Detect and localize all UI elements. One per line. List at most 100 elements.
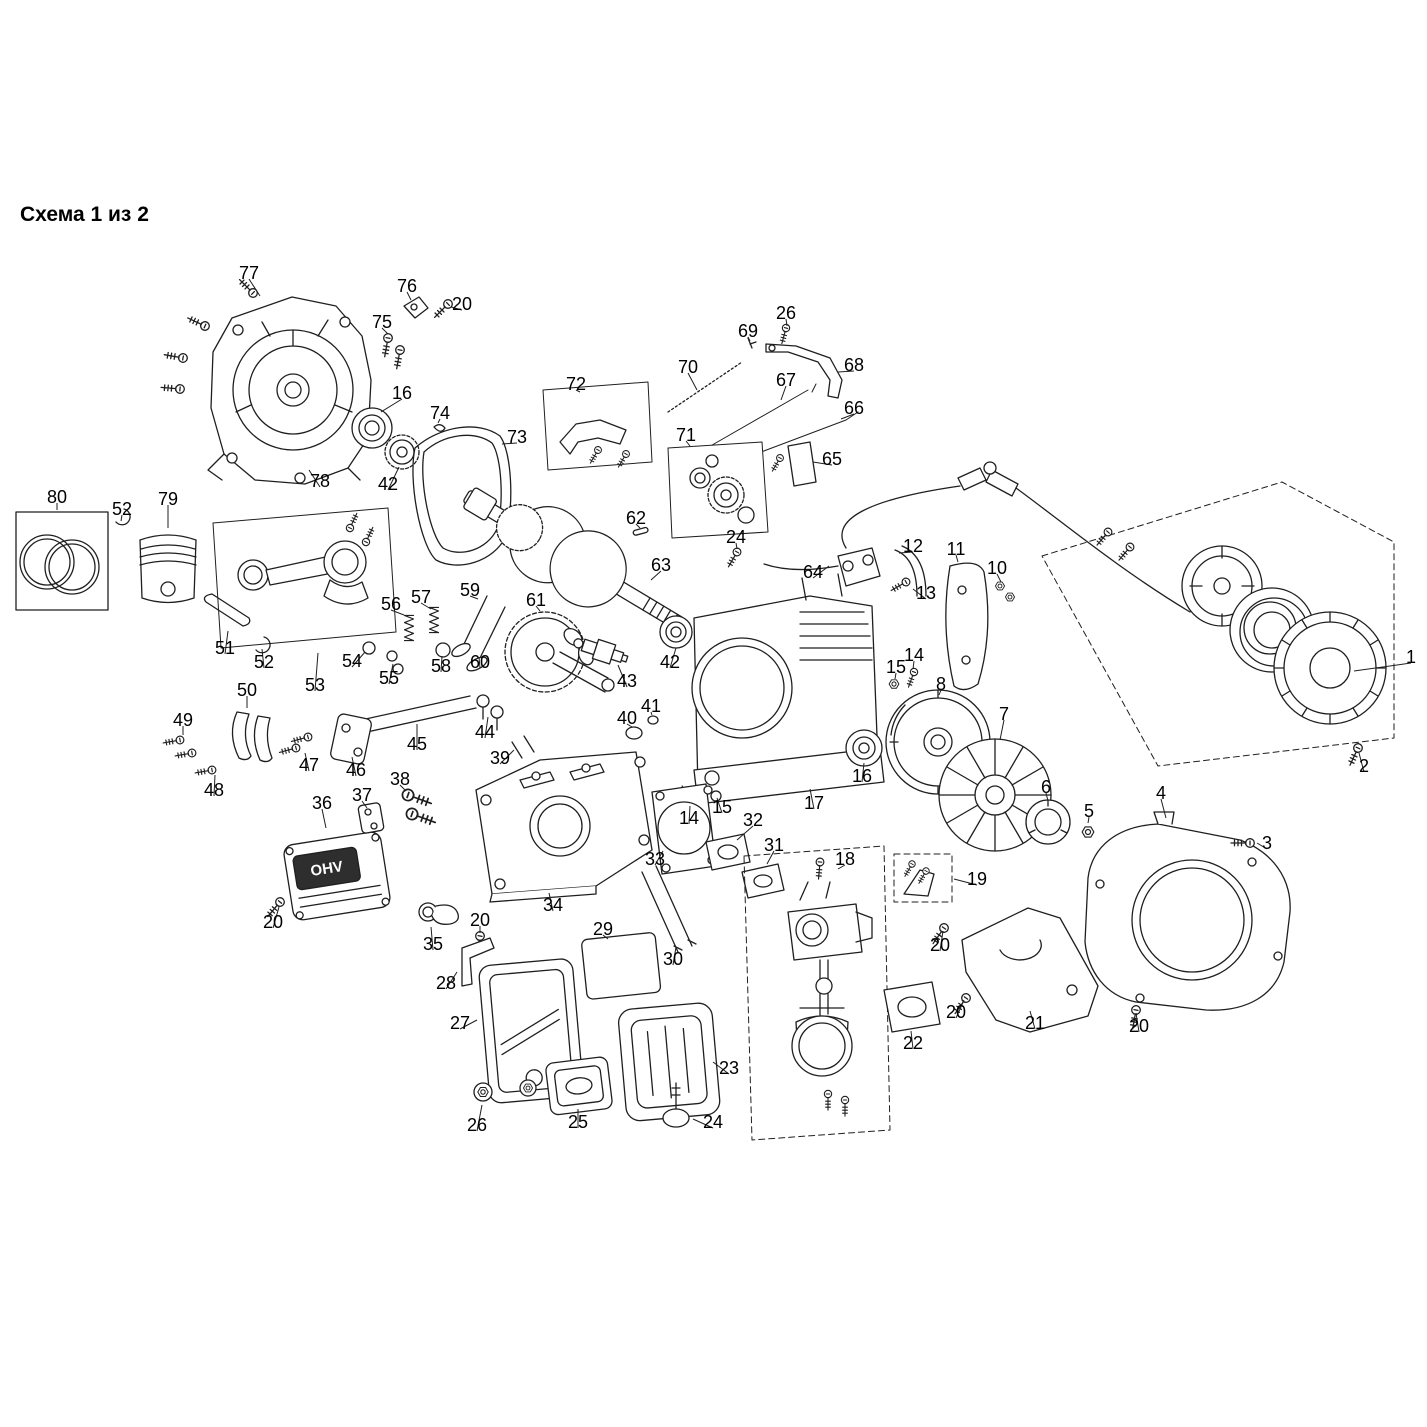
breather-plate-part (330, 713, 372, 765)
leader-line (996, 573, 1002, 583)
blower-housing-part (1084, 811, 1291, 1011)
carburetor-group (743, 845, 891, 1141)
valve-spring-part (403, 614, 415, 642)
bolt-part (888, 576, 912, 595)
leader-line (716, 797, 723, 814)
washer-part (710, 790, 722, 802)
part-number-label: 33 (645, 849, 665, 869)
valve-keeper-part (386, 650, 398, 662)
valve-part (451, 595, 488, 658)
part-number-label: 73 (507, 427, 527, 447)
tappets-part (476, 694, 504, 731)
part-number-label: 47 (299, 755, 319, 775)
part-number-label: 42 (378, 474, 398, 494)
part-number-label: 6 (1041, 777, 1051, 797)
part-number-label: 56 (381, 594, 401, 614)
part-number-label: 5 (1084, 801, 1094, 821)
part-number-label: 62 (626, 508, 646, 528)
air-cleaner-gasket-part (545, 1056, 613, 1116)
camshaft-part (504, 611, 615, 693)
nut-part (1004, 592, 1016, 602)
bolt-part (430, 297, 455, 322)
part-number-label: 23 (719, 1058, 739, 1078)
leader-line (548, 892, 554, 912)
part-number-label: 42 (660, 652, 680, 672)
debris-shield-part (945, 562, 989, 691)
part-number-label: 39 (490, 748, 510, 768)
leader-line (440, 655, 443, 673)
leader-line (437, 418, 441, 424)
leader-line (213, 774, 216, 797)
part-number-label: 70 (678, 357, 698, 377)
part-number-label: 60 (470, 652, 490, 672)
part-number-label: 12 (903, 536, 923, 556)
bolt-part (185, 313, 212, 333)
part-number-label: 7 (999, 704, 1009, 724)
part-number-label: 50 (237, 680, 257, 700)
leader-line (351, 651, 366, 668)
part-number-label: 49 (173, 710, 193, 730)
cooling-fan-part (938, 738, 1052, 852)
leader-line (314, 652, 319, 692)
part-number-label: 72 (566, 374, 586, 394)
part-number-label: 74 (430, 403, 450, 423)
leader-line (626, 723, 633, 728)
air-filter-element-part (581, 932, 662, 1000)
part-number-label: 28 (436, 973, 456, 993)
leader-line (1358, 752, 1365, 773)
leader-line (261, 648, 265, 669)
part-number-label: 31 (764, 835, 784, 855)
leader-line (654, 850, 664, 866)
part-number-label: 75 (372, 312, 392, 332)
wire-retainer-part (894, 545, 927, 597)
part-number-label: 41 (641, 696, 661, 716)
part-number-label: 30 (663, 949, 683, 969)
exhaust-pipe-part (418, 902, 459, 925)
nut-part (888, 679, 900, 689)
part-number-label: 36 (312, 793, 332, 813)
leader-line (380, 398, 403, 413)
part-number-label: 46 (346, 760, 366, 780)
part-number-label: 80 (47, 487, 67, 507)
bolt-part (768, 452, 786, 474)
leader-line (361, 800, 368, 809)
part-number-label: 58 (431, 656, 451, 676)
bolt-part (403, 805, 438, 829)
valve-keeper-part (392, 663, 404, 675)
bolt-part (823, 1089, 833, 1111)
leader-line (955, 999, 965, 1019)
muffler-gasket-part (357, 802, 385, 834)
part-number-label: 63 (651, 555, 671, 575)
leader-line (602, 934, 609, 940)
bolt-part (840, 1095, 850, 1117)
leader-line (387, 466, 400, 491)
part-number-label: 22 (903, 1033, 923, 1053)
leader-line (685, 440, 691, 447)
part-number-label: 24 (726, 527, 746, 547)
pin-clip-part (115, 508, 131, 526)
leader-line (635, 523, 641, 529)
leader-line (812, 565, 830, 579)
leader-line (430, 926, 434, 951)
bolt-part (904, 666, 920, 689)
part-number-label: 27 (450, 1013, 470, 1033)
woodruff-key-part (433, 424, 446, 432)
part-number-label: 45 (407, 734, 427, 754)
governor-weights-part (231, 711, 273, 763)
part-number-label: 71 (676, 425, 696, 445)
leader-line (894, 672, 897, 680)
bolt-part (344, 511, 361, 534)
part-number-label: 1 (1406, 647, 1416, 667)
flange-nut-part (519, 1079, 537, 1097)
leader-line (812, 461, 833, 466)
piston-pin-part (203, 593, 251, 627)
part-number-label: 19 (967, 869, 987, 889)
bolt-part (161, 734, 186, 748)
leader-line (912, 660, 915, 670)
leader-line (617, 664, 628, 688)
leader-line (840, 413, 855, 420)
part-number-label: 59 (460, 580, 480, 600)
part-number-label: 61 (526, 590, 546, 610)
